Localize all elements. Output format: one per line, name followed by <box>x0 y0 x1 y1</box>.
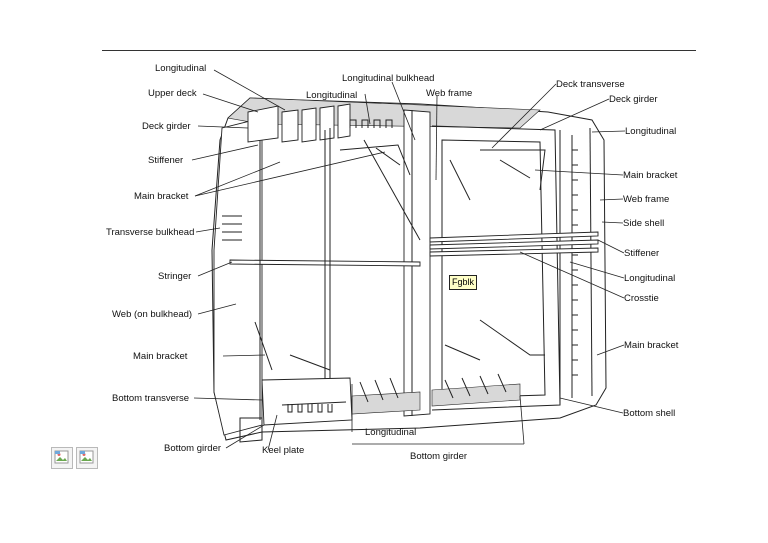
label-crosstie: Crosstie <box>624 293 659 304</box>
transverse-bulkhead-plate <box>213 117 263 436</box>
label-main-bracket-right: Main bracket <box>623 170 678 181</box>
tooltip-label: Fgblk <box>449 275 478 290</box>
web-frame-ring <box>431 125 561 411</box>
label-stringer: Stringer <box>158 271 191 282</box>
label-side-shell: Side shell <box>623 218 664 229</box>
label-web-frame-top: Web frame <box>426 88 472 99</box>
side-shell-longitudinals <box>572 149 578 376</box>
label-longitudinal-right-top: Longitudinal <box>625 126 676 137</box>
label-longitudinal-top-left: Longitudinal <box>155 63 206 74</box>
label-bottom-girder-left: Bottom girder <box>164 443 221 454</box>
main-bracket-lower-left <box>254 321 273 371</box>
label-web-on-bulkhead: Web (on bulkhead) <box>112 309 192 320</box>
hull-outline <box>211 97 607 441</box>
bottom-transverse <box>261 377 353 426</box>
main-bracket-top-right <box>480 149 546 191</box>
label-stiffener-right: Stiffener <box>624 248 659 259</box>
label-bottom-transverse: Bottom transverse <box>112 393 189 404</box>
keel-plate <box>239 417 263 443</box>
broken-image-thumbnail-2[interactable] <box>76 447 98 469</box>
label-bottom-shell: Bottom shell <box>623 408 675 419</box>
header-rule <box>102 50 696 51</box>
label-deck-girder-left: Deck girder <box>142 121 191 132</box>
label-keel-plate: Keel plate <box>262 445 304 456</box>
label-main-bracket-left: Main bracket <box>134 191 189 202</box>
label-web-frame-right: Web frame <box>623 194 669 205</box>
label-stiffener-left: Stiffener <box>148 155 183 166</box>
label-main-bracket-lower-right: Main bracket <box>624 340 679 351</box>
crossties <box>429 231 599 257</box>
deck-longitudinals <box>349 119 393 128</box>
leader-lines <box>191 69 626 451</box>
hull-structure <box>211 97 607 443</box>
label-longitudinal-bulkhead: Longitudinal bulkhead <box>342 73 434 84</box>
label-longitudinal-right-mid: Longitudinal <box>624 273 675 284</box>
label-text: Longitudinal Upper deck Deck girder Stif… <box>106 63 679 462</box>
label-upper-deck: Upper deck <box>148 88 197 99</box>
main-bracket-top-left <box>339 144 411 176</box>
label-main-bracket-lower-left: Main bracket <box>133 351 188 362</box>
label-deck-girder-right: Deck girder <box>609 94 658 105</box>
label-longitudinal-bottom: Longitudinal <box>365 427 416 438</box>
bottom-girders <box>351 373 521 415</box>
broken-image-icon <box>54 450 69 464</box>
side-shell-frames <box>559 127 593 405</box>
label-longitudinal-top-center: Longitudinal <box>306 90 357 101</box>
main-bracket-lower-right <box>479 319 545 356</box>
label-deck-transverse: Deck transverse <box>556 79 625 90</box>
label-transverse-bulkhead: Transverse bulkhead <box>106 227 194 238</box>
broken-image-icon <box>79 450 94 464</box>
broken-image-thumbnail-1[interactable] <box>51 447 73 469</box>
label-bottom-girder-bottom: Bottom girder <box>410 451 467 462</box>
deck-girders-left <box>247 103 351 143</box>
